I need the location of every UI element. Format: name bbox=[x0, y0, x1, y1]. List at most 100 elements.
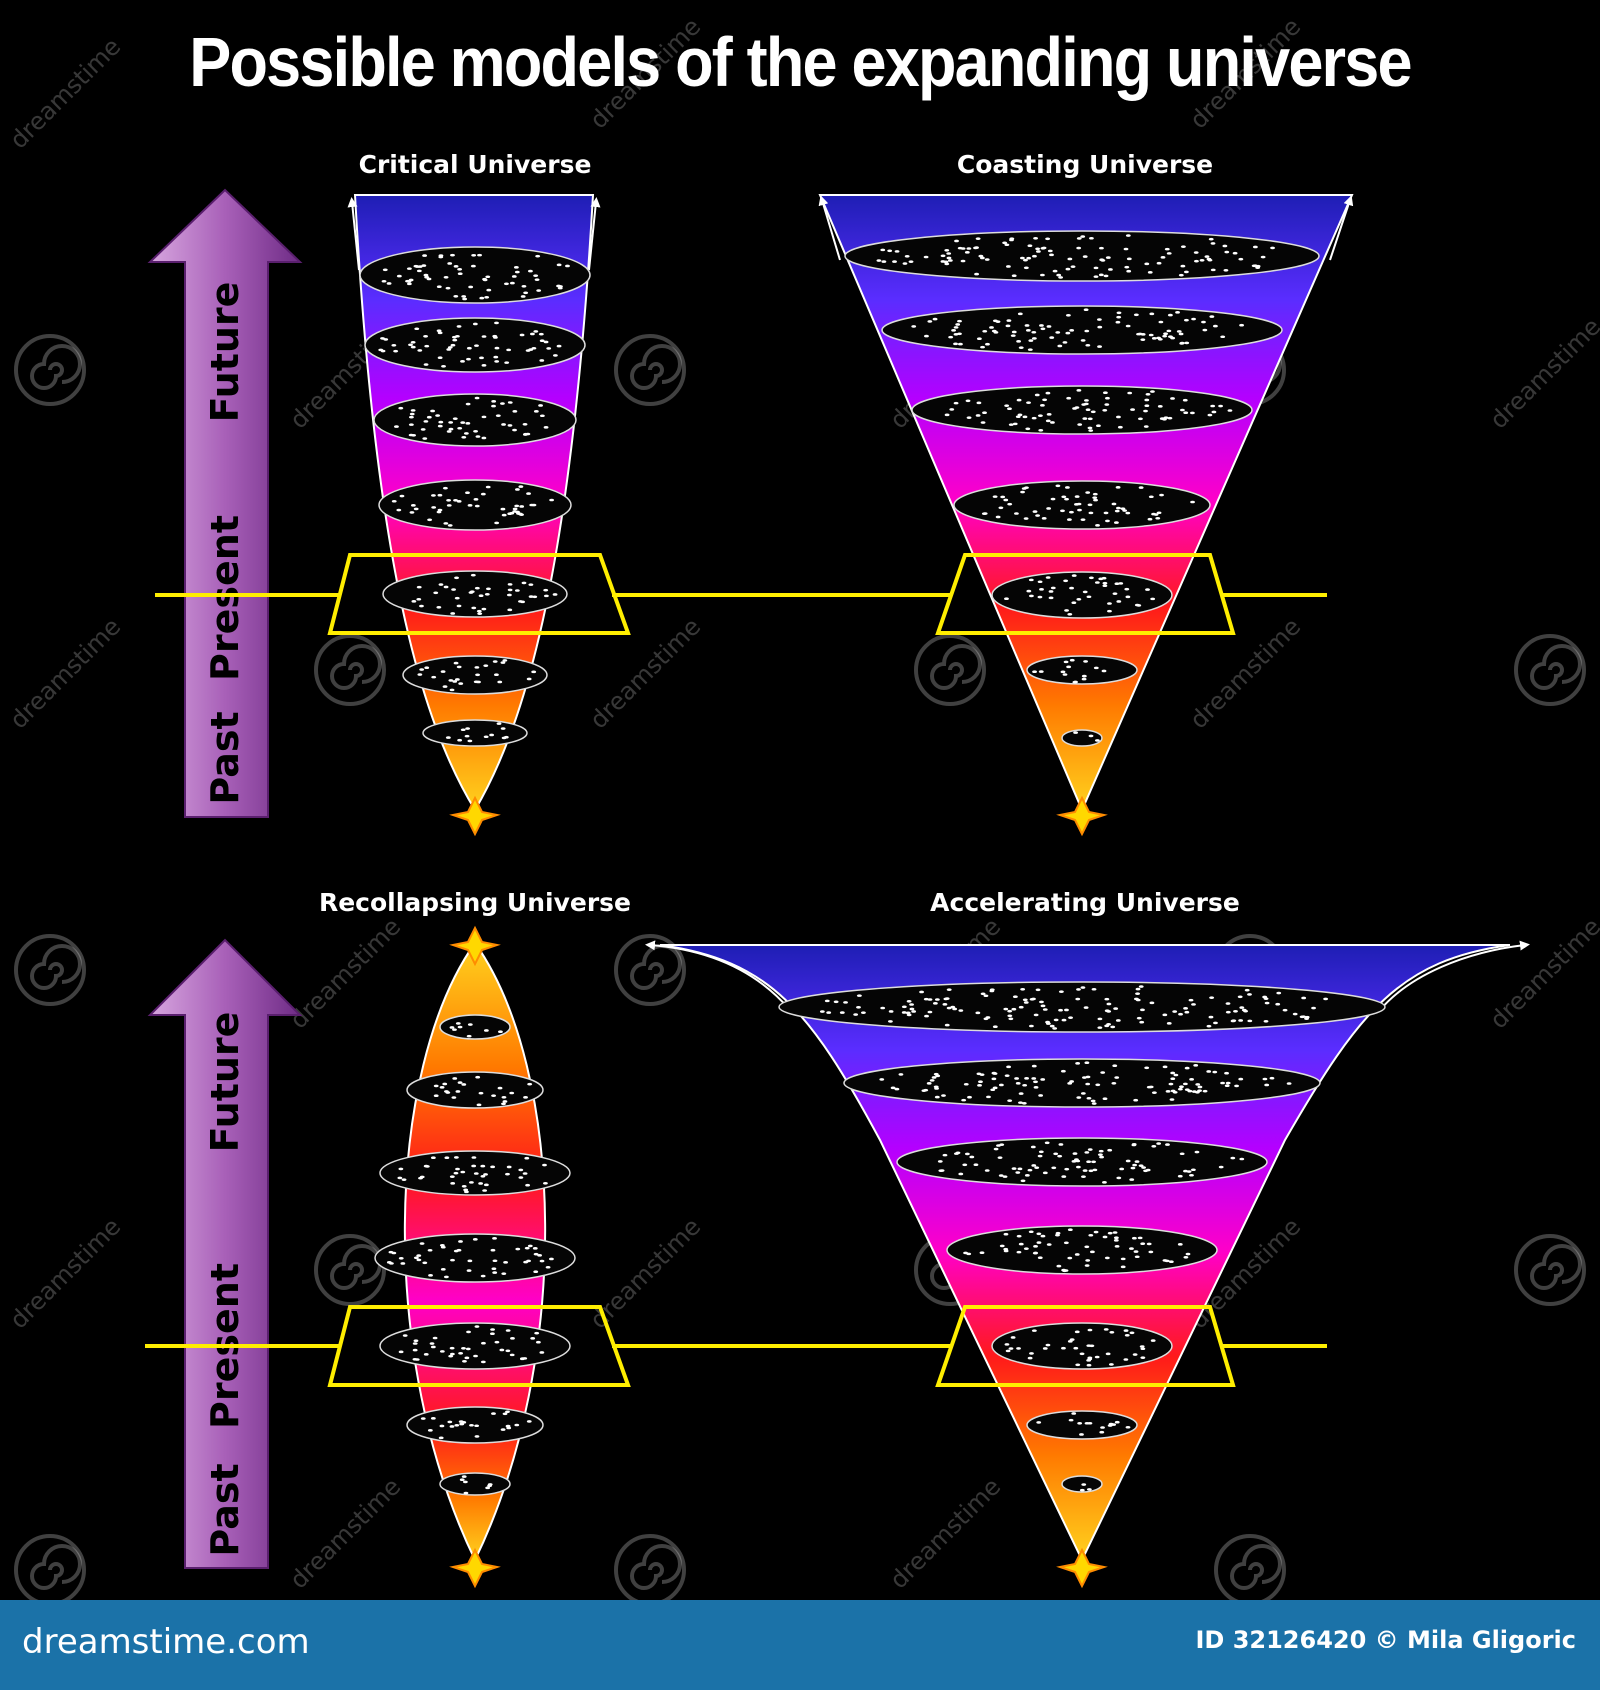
galaxy-dot bbox=[1191, 317, 1196, 321]
galaxy-dot bbox=[437, 356, 443, 360]
galaxy-dot bbox=[398, 1167, 404, 1171]
galaxy-dot bbox=[1125, 511, 1131, 515]
galaxy-dot bbox=[924, 334, 929, 338]
galaxy-dot bbox=[448, 427, 454, 431]
galaxy-dot bbox=[457, 426, 463, 430]
galaxy-dot bbox=[565, 264, 570, 268]
galaxy-dot bbox=[975, 237, 981, 240]
galaxy-dot bbox=[474, 344, 479, 347]
galaxy-dot bbox=[1063, 660, 1069, 664]
galaxy-dot bbox=[1004, 243, 1010, 247]
galaxy-dot bbox=[427, 1429, 433, 1432]
galaxy-dot bbox=[1110, 1025, 1116, 1029]
galaxy-dot bbox=[531, 346, 537, 350]
galaxy-dot bbox=[1074, 503, 1079, 506]
galaxy-dot bbox=[1096, 424, 1101, 428]
time-label-present: Present bbox=[203, 515, 247, 681]
galaxy-dot bbox=[396, 508, 402, 512]
galaxy-dot bbox=[542, 1163, 547, 1167]
galaxy-dot bbox=[983, 994, 989, 998]
galaxy-dot bbox=[1083, 660, 1088, 663]
big-bang-star-icon bbox=[1056, 1547, 1108, 1589]
galaxy-dot bbox=[1031, 1064, 1037, 1068]
galaxy-dot bbox=[433, 591, 439, 595]
galaxy-dot bbox=[414, 1358, 420, 1361]
galaxy-dot bbox=[428, 1274, 433, 1277]
galaxy-dot bbox=[1105, 1352, 1111, 1356]
galaxy-dot bbox=[422, 1261, 428, 1265]
galaxy-dot bbox=[1069, 329, 1075, 332]
galaxy-dot bbox=[507, 583, 513, 586]
galaxy-dot bbox=[557, 286, 563, 290]
galaxy-dot bbox=[433, 1094, 439, 1098]
galaxy-layer bbox=[896, 1137, 1268, 1187]
galaxy-dot bbox=[1095, 524, 1100, 527]
galaxy-dot bbox=[1097, 1153, 1103, 1156]
footer-image-id: ID 32126420 © Mila Gligoric bbox=[1195, 1626, 1576, 1654]
galaxy-dot bbox=[1000, 495, 1006, 499]
galaxy-dot bbox=[514, 1423, 520, 1427]
galaxy-dot bbox=[462, 1480, 468, 1484]
galaxy-dot bbox=[422, 437, 428, 440]
galaxy-dot bbox=[1058, 276, 1064, 279]
galaxy-dot bbox=[512, 507, 518, 511]
galaxy-dot bbox=[1270, 246, 1275, 250]
galaxy-dot bbox=[457, 1025, 463, 1029]
galaxy-dot bbox=[961, 1098, 967, 1102]
galaxy-dot bbox=[1177, 1243, 1183, 1246]
galaxy-dot bbox=[1034, 1166, 1040, 1169]
expansion-arrow bbox=[645, 940, 791, 1011]
galaxy-layer bbox=[1026, 655, 1138, 685]
galaxy-dot bbox=[1031, 1164, 1037, 1167]
galaxy-dot bbox=[966, 247, 972, 250]
galaxy-dot bbox=[932, 317, 938, 321]
galaxy-dot bbox=[856, 1005, 861, 1009]
galaxy-dot bbox=[1139, 1020, 1145, 1024]
galaxy-dot bbox=[410, 340, 416, 344]
galaxy-dot bbox=[963, 1082, 969, 1086]
galaxy-dot bbox=[1080, 235, 1086, 238]
galaxy-dot bbox=[466, 1034, 472, 1038]
watermark-spiral-icon bbox=[314, 1234, 386, 1306]
galaxy-dot bbox=[1046, 1243, 1052, 1246]
galaxy-dot bbox=[932, 1002, 938, 1005]
galaxy-dot bbox=[1079, 1488, 1085, 1492]
galaxy-dot bbox=[520, 295, 526, 298]
galaxy-dot bbox=[1084, 1061, 1090, 1064]
galaxy-dot bbox=[1102, 1181, 1107, 1184]
galaxy-dot bbox=[901, 1005, 907, 1009]
galaxy-layer bbox=[1026, 1410, 1138, 1440]
galaxy-dot bbox=[1091, 987, 1097, 991]
galaxy-dot bbox=[1184, 318, 1189, 322]
galaxy-dot bbox=[1035, 514, 1040, 517]
galaxy-dot bbox=[1178, 332, 1184, 336]
galaxy-dot bbox=[1097, 1026, 1103, 1029]
galaxy-dot bbox=[1017, 312, 1023, 316]
galaxy-dot bbox=[1177, 1087, 1183, 1091]
galaxy-dot bbox=[986, 1095, 991, 1099]
galaxy-dot bbox=[1132, 1163, 1138, 1167]
galaxy-dot bbox=[1159, 417, 1165, 420]
galaxy-dot bbox=[444, 1090, 449, 1093]
galaxy-dot bbox=[1050, 421, 1055, 424]
galaxy-dot bbox=[494, 346, 500, 350]
galaxy-dot bbox=[1042, 1171, 1048, 1175]
galaxy-dot bbox=[1069, 510, 1074, 514]
galaxy-dot bbox=[1125, 324, 1131, 328]
galaxy-dot bbox=[1090, 410, 1096, 414]
galaxy-dot bbox=[1120, 1265, 1126, 1269]
galaxy-dot bbox=[523, 432, 528, 436]
galaxy-dot bbox=[1116, 506, 1121, 510]
galaxy-dot bbox=[499, 1348, 505, 1352]
galaxy-dot bbox=[1085, 343, 1091, 347]
galaxy-layer bbox=[991, 1322, 1173, 1370]
galaxy-dot bbox=[1039, 588, 1044, 591]
galaxy-dot bbox=[1028, 1230, 1034, 1234]
galaxy-dot bbox=[435, 414, 441, 417]
galaxy-layer bbox=[778, 981, 1386, 1033]
galaxy-dot bbox=[507, 588, 513, 592]
galaxy-dot bbox=[1276, 991, 1282, 995]
galaxy-dot bbox=[1006, 265, 1011, 268]
galaxy-dot bbox=[1031, 1077, 1037, 1080]
galaxy-dot bbox=[1109, 1330, 1115, 1334]
